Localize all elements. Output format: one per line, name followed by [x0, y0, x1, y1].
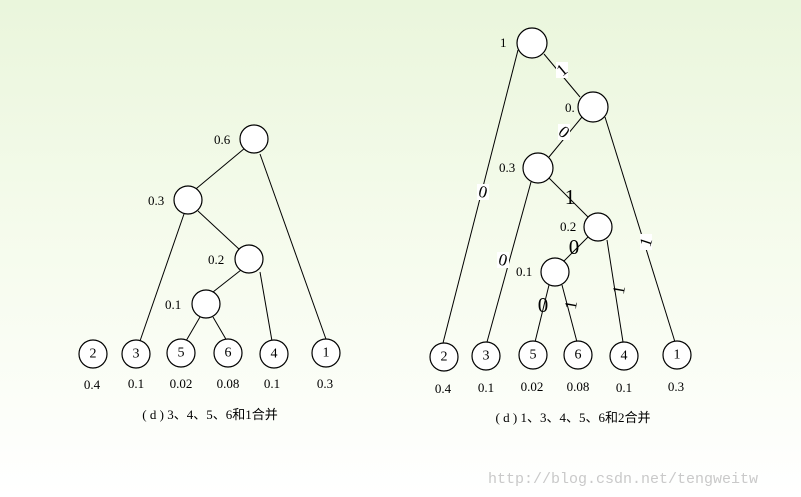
left-node-0-2 — [234, 244, 264, 274]
right-bit-bg-n0-left — [558, 124, 570, 140]
left-leaf-4-weight: 0.1 — [264, 376, 280, 391]
right-node-0-3-label: 0.3 — [499, 160, 515, 175]
left-leaf-2-weight: 0.4 — [84, 377, 101, 392]
left-leaf-3-symbol: 3 — [133, 347, 140, 362]
left-edge-n02-to-n01 — [212, 269, 242, 293]
right-edge-n03-to-n02 — [548, 177, 589, 218]
right-leaf-4-symbol: 4 — [621, 349, 628, 364]
left-edge-n03-to-leaf3 — [139, 213, 185, 342]
left-tree-caption: ( d ) 3、4、5、6和1合并 — [142, 407, 277, 422]
right-leaf-1-symbol: 1 — [674, 348, 681, 363]
left-leaf-6-symbol: 6 — [225, 346, 232, 361]
left-edge-root-to-leaf1 — [259, 153, 328, 343]
left-leaf-5-symbol: 5 — [178, 346, 185, 361]
right-node-0-label: 0. — [565, 100, 575, 115]
right-leaf-5-symbol: 5 — [530, 348, 537, 363]
right-edge-n01-to-leaf6 — [561, 284, 578, 343]
watermark-url: http://blog.csdn.net/tengweitw — [488, 471, 758, 488]
right-tree-caption: ( d ) 1、3、4、5、6和2合并 — [496, 410, 651, 425]
right-leaf-2-weight: 0.4 — [435, 381, 452, 396]
left-node-0-3 — [173, 185, 203, 215]
left-edge-n01-to-leaf6 — [212, 316, 228, 342]
left-leaf-1-weight: 0.3 — [317, 376, 333, 391]
left-leaf-2 — [78, 339, 108, 369]
right-bit-bg-n0-right — [640, 234, 652, 250]
right-edge-n01-to-leaf5 — [534, 284, 550, 343]
right-bit-bg-root-left — [477, 184, 489, 200]
right-node-0 — [577, 91, 609, 123]
left-edge-root-to-n03 — [190, 147, 246, 194]
left-node-root — [239, 124, 269, 154]
left-edge-n03-to-n02 — [197, 210, 241, 251]
left-leaf-1 — [311, 338, 341, 368]
right-leaf-3 — [471, 341, 501, 371]
right-bit-n02-right: 1 — [609, 284, 629, 296]
left-leaf-2-symbol: 2 — [90, 347, 97, 362]
left-leaf-3-weight: 0.1 — [128, 376, 144, 391]
left-tree: 0.6 0.3 0.2 0.1 2 3 5 6 4 1 0.4 0.1 0.02… — [78, 124, 341, 422]
right-node-root — [516, 27, 548, 59]
right-leaf-5-weight: 0.02 — [521, 379, 544, 394]
right-edge-n02-to-leaf4 — [606, 239, 624, 343]
right-leaf-3-symbol: 3 — [483, 349, 490, 364]
left-node-0-1 — [191, 289, 221, 319]
left-node-0-3-label: 0.3 — [148, 193, 164, 208]
right-node-root-label: 1 — [500, 35, 507, 50]
right-leaf-4 — [609, 341, 639, 371]
right-leaf-1 — [662, 340, 692, 370]
right-node-0-3 — [522, 152, 554, 184]
right-bit-n01-right: 1 — [561, 299, 581, 311]
right-node-0-2 — [583, 212, 613, 242]
left-leaf-5-weight: 0.02 — [170, 376, 193, 391]
left-leaf-1-symbol: 1 — [323, 346, 330, 361]
left-node-0-2-label: 0.2 — [208, 252, 224, 267]
left-leaf-4 — [259, 339, 289, 369]
right-tree: 1 0. 0.3 0.2 0.1 1 0 0 1 1 0 0 1 0 1 2 3… — [429, 27, 692, 425]
right-leaf-6-weight: 0.08 — [567, 379, 590, 394]
right-leaf-4-weight: 0.1 — [616, 380, 632, 395]
left-leaf-4-symbol: 4 — [271, 347, 278, 362]
right-leaf-6-symbol: 6 — [575, 348, 582, 363]
right-edge-n02-to-n01 — [563, 235, 590, 262]
left-edge-n01-to-leaf5 — [185, 316, 201, 342]
left-node-0-1-label: 0.1 — [165, 297, 181, 312]
left-node-root-label: 0.6 — [214, 132, 231, 147]
right-bit-bg-root-right — [556, 62, 568, 78]
right-bit-n03-right: 1 — [565, 185, 576, 209]
left-leaf-6 — [213, 338, 243, 368]
left-leaf-5 — [166, 338, 196, 368]
right-leaf-3-weight: 0.1 — [478, 380, 494, 395]
right-bit-bg-n03-left — [497, 252, 509, 268]
right-node-0-2-label: 0.2 — [560, 219, 576, 234]
right-edge-n0-to-leaf1 — [604, 116, 676, 343]
left-edge-n02-to-leaf4 — [259, 271, 273, 342]
left-leaf-3 — [121, 339, 151, 369]
right-leaf-2-symbol: 2 — [441, 350, 448, 365]
right-leaf-2 — [429, 342, 459, 372]
right-leaf-1-weight: 0.3 — [668, 379, 684, 394]
right-leaf-5 — [518, 340, 548, 370]
right-bit-n01-left: 0 — [538, 293, 549, 317]
left-leaf-6-weight: 0.08 — [217, 376, 240, 391]
right-node-0-1-label: 0.1 — [516, 264, 532, 279]
right-leaf-6 — [563, 340, 593, 370]
right-bit-n02-left: 0 — [569, 235, 580, 259]
right-node-0-1 — [540, 257, 570, 287]
